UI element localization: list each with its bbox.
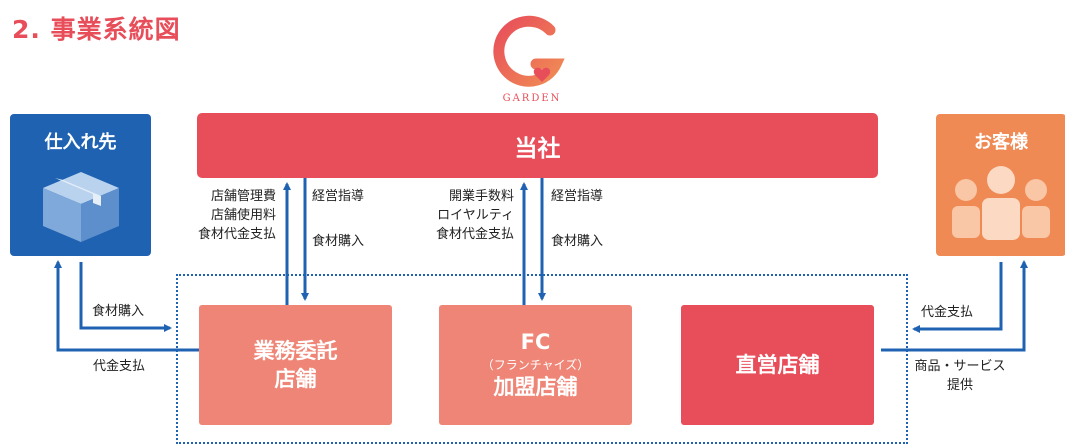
outsourced-down-label-2: 食材購入 bbox=[312, 234, 365, 249]
outsourced-line1: 業務委託 bbox=[253, 338, 338, 363]
supplier-out-label: 代金支払 bbox=[93, 359, 146, 374]
supplier-out-arrow bbox=[54, 260, 199, 352]
customer-in-label: 代金支払 bbox=[921, 305, 974, 320]
franchise-store-box: FC （フランチャイズ） 加盟店舗 bbox=[439, 305, 632, 425]
customer-label: お客様 bbox=[974, 132, 1028, 153]
supplier-label: 仕入れ先 bbox=[44, 132, 117, 153]
box-icon bbox=[42, 172, 119, 242]
franchise-line2: 加盟店舗 bbox=[493, 375, 578, 400]
franchise-down-label-2: 食材購入 bbox=[551, 234, 604, 249]
customer-in-arrow bbox=[912, 262, 1003, 333]
people-icon bbox=[952, 166, 1050, 240]
franchise-down-label-1: 経営指導 bbox=[551, 189, 604, 204]
direct-label: 直営店舗 bbox=[735, 352, 820, 377]
franchise-sub: （フランチャイズ） bbox=[481, 357, 590, 372]
supplier-box: 仕入れ先 bbox=[10, 114, 151, 256]
customer-out-arrow bbox=[881, 260, 1028, 352]
page-title: 2. 事業系統図 bbox=[12, 15, 181, 44]
franchise-line1: FC bbox=[520, 330, 551, 355]
direct-store-box: 直営店舗 bbox=[681, 305, 874, 425]
customer-out-labels: 商品・サービス 提供 bbox=[914, 359, 1006, 393]
company-label: 当社 bbox=[514, 135, 561, 162]
customer-box: お客様 bbox=[936, 114, 1065, 256]
company-box: 当社 bbox=[197, 113, 878, 178]
supplier-in-arrow bbox=[79, 262, 172, 332]
supplier-in-label: 食材購入 bbox=[92, 304, 145, 319]
outsourced-down-label-1: 経営指導 bbox=[312, 189, 365, 204]
garden-logo bbox=[493, 15, 565, 87]
logo-text: GARDEN bbox=[502, 93, 562, 104]
outsourced-line2: 店舗 bbox=[274, 367, 317, 391]
franchise-up-labels: 開業手数料 ロイヤルティ 食材代金支払 bbox=[435, 189, 514, 242]
outsourced-store-box: 業務委託 店舗 bbox=[199, 305, 392, 425]
outsourced-up-labels: 店舗管理費 店舗使用料 食材代金支払 bbox=[197, 189, 276, 242]
